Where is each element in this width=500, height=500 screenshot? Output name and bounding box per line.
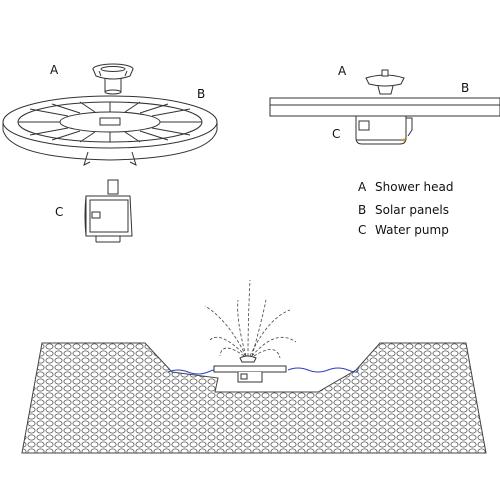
fountain-spray bbox=[204, 279, 297, 359]
label-a-right: A bbox=[338, 64, 347, 78]
label-c-left: C bbox=[55, 205, 64, 219]
legend-key: B bbox=[358, 203, 367, 217]
floating-fountain bbox=[213, 355, 287, 383]
pond-bank bbox=[21, 342, 487, 454]
legend-row-c: C Water pump bbox=[358, 224, 449, 236]
legend-row-a: A Shower head bbox=[358, 181, 453, 193]
label-a-left: A bbox=[50, 63, 59, 77]
legend-row-b: B Solar panels bbox=[358, 204, 449, 216]
legend-text: Shower head bbox=[375, 180, 454, 194]
right-shower-head bbox=[365, 69, 405, 95]
legend-text: Solar panels bbox=[375, 203, 449, 217]
label-c-right: C bbox=[332, 127, 341, 141]
legend-key: C bbox=[358, 223, 367, 237]
left-water-pump bbox=[84, 179, 133, 243]
left-shower-head bbox=[92, 63, 134, 95]
legend-key: A bbox=[358, 180, 367, 194]
legend-text: Water pump bbox=[375, 223, 449, 237]
left-solar-panel-disc bbox=[2, 95, 218, 166]
right-water-pump bbox=[355, 116, 413, 145]
label-b-left: B bbox=[197, 87, 206, 101]
right-solar-panel-bar bbox=[269, 97, 500, 117]
label-b-right: B bbox=[461, 81, 470, 95]
